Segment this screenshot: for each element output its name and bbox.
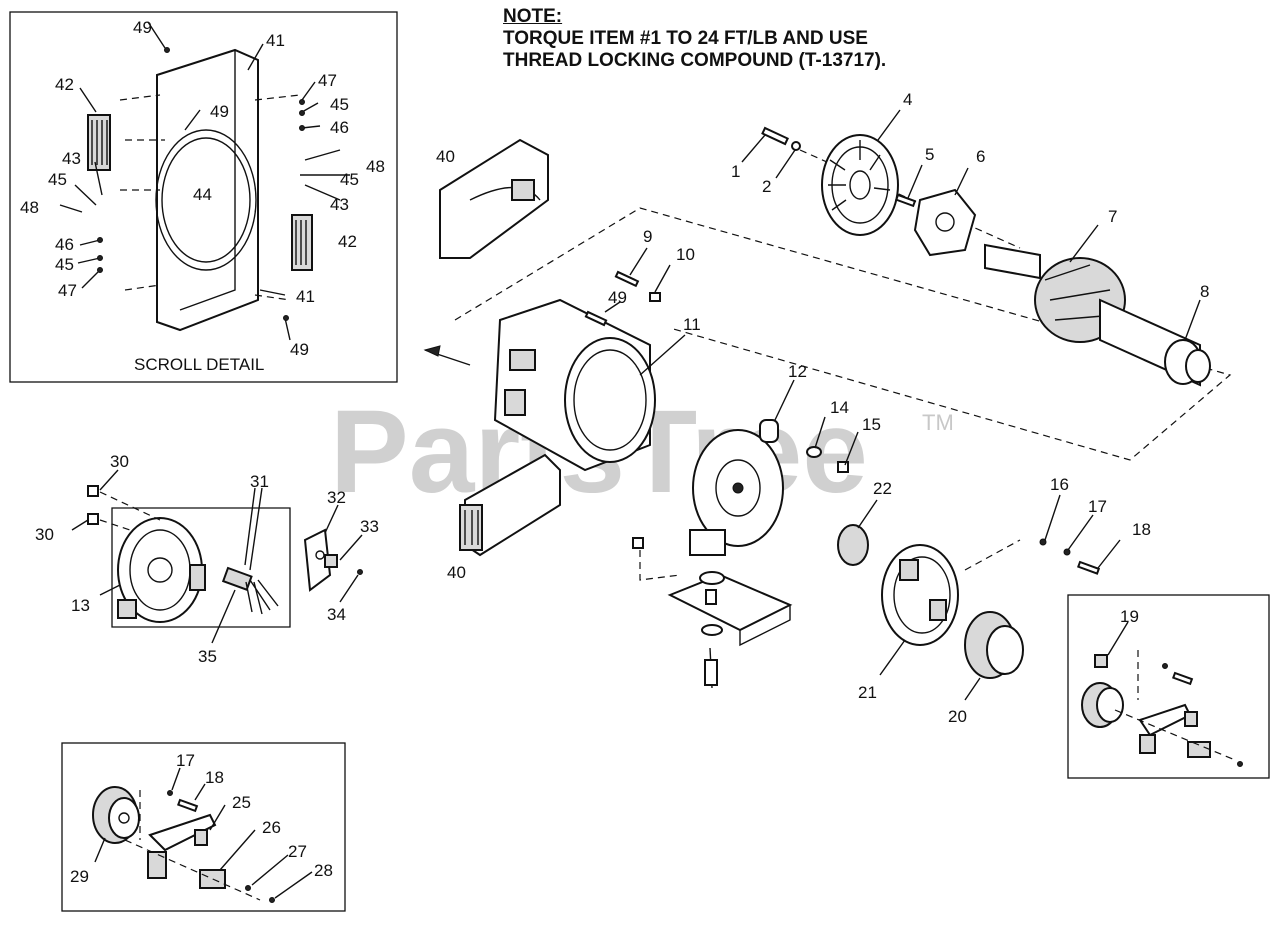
label: 49 <box>133 18 152 37</box>
label: 18 <box>1132 520 1151 539</box>
note-line-2: THREAD LOCKING COMPOUND (T-13717). <box>503 50 887 71</box>
label: 45 <box>340 170 359 189</box>
label: 15 <box>862 415 881 434</box>
label: 27 <box>288 842 307 861</box>
label: 21 <box>858 683 877 702</box>
brush-detail: 30 30 31 32 33 34 13 35 <box>35 452 379 666</box>
scroll-detail-caption: SCROLL DETAIL <box>134 355 264 374</box>
note-line-1: TORQUE ITEM #1 TO 24 FT/LB AND USE <box>503 28 868 49</box>
label: 20 <box>948 707 967 726</box>
label: 26 <box>262 818 281 837</box>
label: 10 <box>676 245 695 264</box>
label: 45 <box>330 95 349 114</box>
fan <box>821 134 899 236</box>
main-assembly: 1 2 4 5 6 7 8 9 10 49 11 40 40 12 14 15 … <box>423 90 1232 726</box>
label: 48 <box>366 157 385 176</box>
rotor <box>984 243 1211 387</box>
label: 31 <box>250 472 269 491</box>
label: 30 <box>110 452 129 471</box>
label: 19 <box>1120 607 1139 626</box>
label: 14 <box>830 398 849 417</box>
bottom-cover <box>459 453 561 557</box>
label: 40 <box>436 147 455 166</box>
end-ring <box>881 544 959 646</box>
label: 22 <box>873 479 892 498</box>
label: 8 <box>1200 282 1209 301</box>
label: 4 <box>903 90 912 109</box>
label: 40 <box>447 563 466 582</box>
label: 6 <box>976 147 985 166</box>
scroll-detail-frame <box>9 11 398 383</box>
label: 47 <box>318 71 337 90</box>
label: 41 <box>296 287 315 306</box>
label: 49 <box>210 102 229 121</box>
label: 11 <box>683 315 701 334</box>
label: 29 <box>70 867 89 886</box>
label: 42 <box>338 232 357 251</box>
label: 30 <box>35 525 54 544</box>
label: 49 <box>290 340 309 359</box>
scroll-detail: 49 41 42 49 47 45 46 48 45 43 44 43 45 4… <box>9 11 398 383</box>
label: 32 <box>327 488 346 507</box>
label: 12 <box>788 362 807 381</box>
note-title: NOTE: <box>503 6 563 27</box>
label: 16 <box>1050 475 1069 494</box>
label: 45 <box>48 170 67 189</box>
label: 44 <box>193 185 212 204</box>
grille-left <box>87 114 111 171</box>
label: 28 <box>314 861 333 880</box>
label: 17 <box>176 751 195 770</box>
label: 18 <box>205 768 224 787</box>
label: 46 <box>330 118 349 137</box>
label: 46 <box>55 235 74 254</box>
label: 33 <box>360 517 379 536</box>
label: 25 <box>232 793 251 812</box>
watermark-tm: TM <box>922 410 954 435</box>
label: 43 <box>62 149 81 168</box>
label: 43 <box>330 195 349 214</box>
stator-housing <box>493 298 656 472</box>
mounting-bracket <box>667 573 793 632</box>
label: 13 <box>71 596 90 615</box>
label: 17 <box>1088 497 1107 516</box>
grille-right <box>291 214 313 271</box>
bolt <box>761 126 789 146</box>
label: 48 <box>20 198 39 217</box>
regulator-detail-right: 19 <box>1067 594 1270 779</box>
label: 35 <box>198 647 217 666</box>
label: 2 <box>762 177 771 196</box>
label: 45 <box>55 255 74 274</box>
label: 42 <box>55 75 74 94</box>
label: 1 <box>731 162 740 181</box>
end-cover <box>439 138 549 259</box>
label: 9 <box>643 227 652 246</box>
torque-note: NOTE: TORQUE ITEM #1 TO 24 FT/LB AND USE… <box>503 6 886 72</box>
end-bell <box>689 419 784 556</box>
label: 49 <box>608 288 627 307</box>
exciter <box>964 611 1024 679</box>
label: 34 <box>327 605 346 624</box>
regulator-detail-left: 17 18 25 26 27 28 29 <box>61 742 346 912</box>
fan-hub <box>913 188 977 257</box>
label: 47 <box>58 281 77 300</box>
label: 41 <box>266 31 285 50</box>
label: 5 <box>925 145 934 164</box>
label: 7 <box>1108 207 1117 226</box>
